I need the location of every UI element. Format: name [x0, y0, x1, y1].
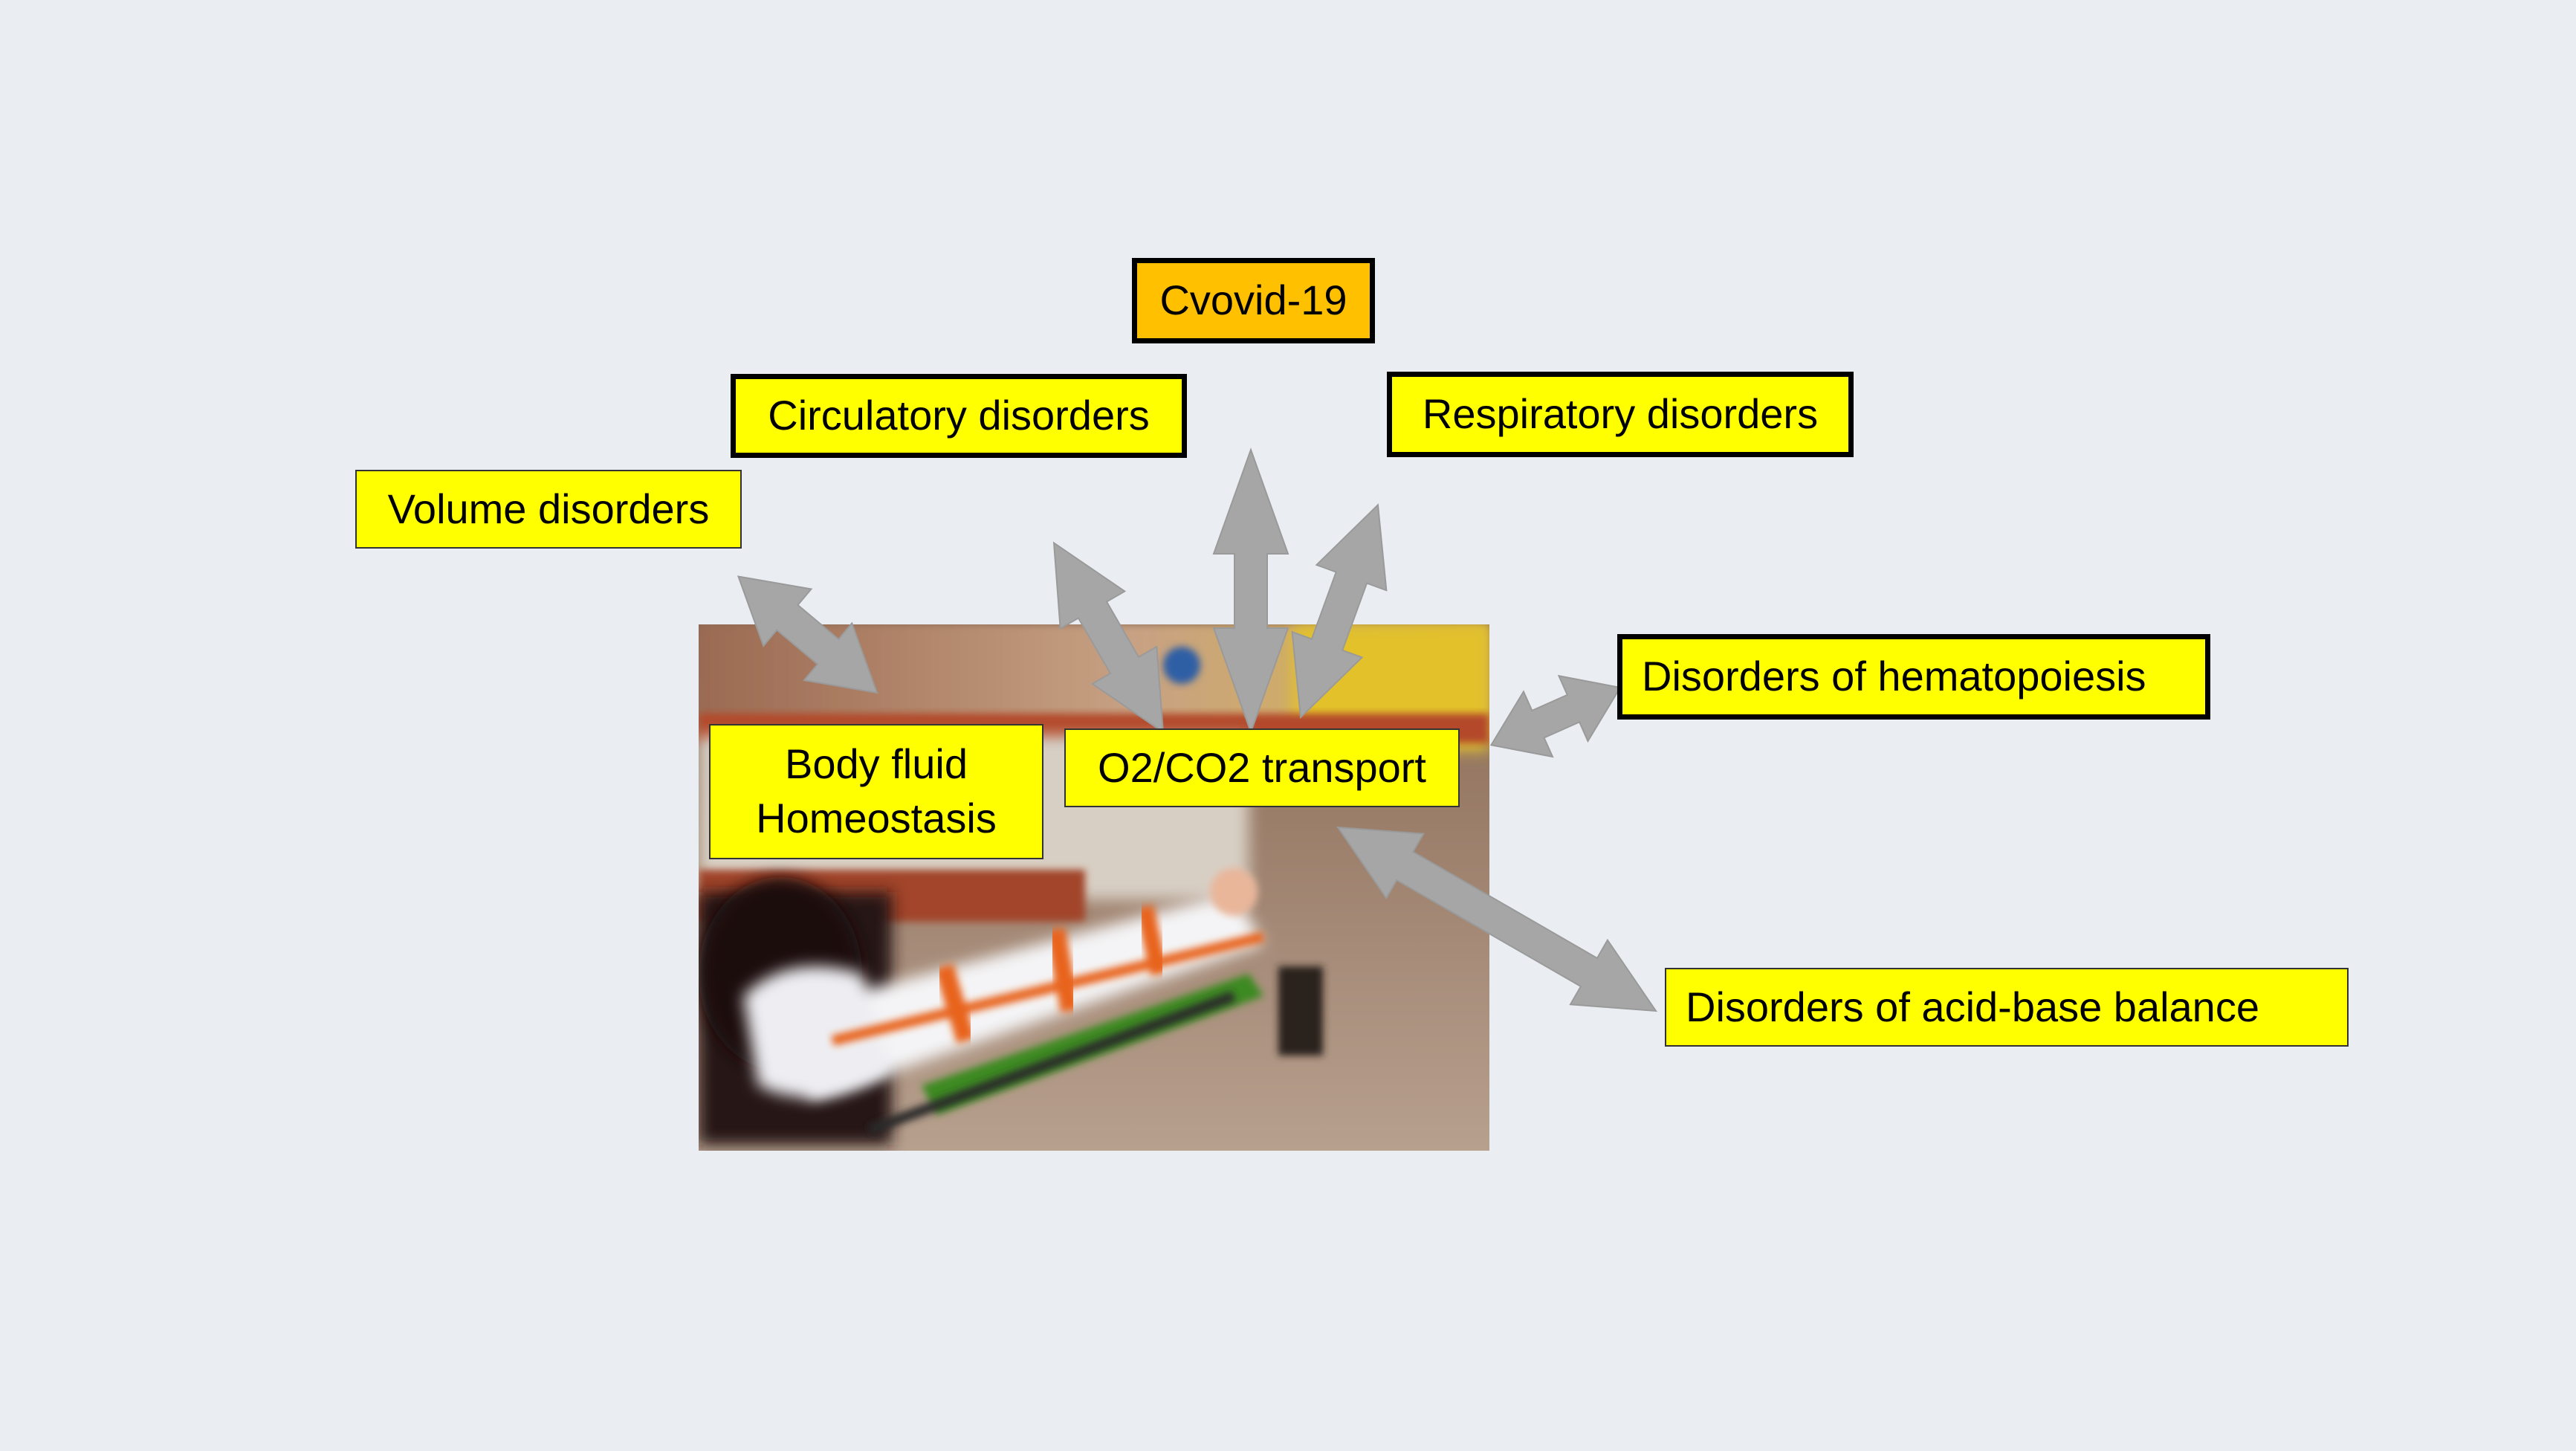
node-disorders-of-acid-base-balance: Disorders of acid-base balance [1665, 968, 2349, 1047]
node-volume-disorders-label: Volume disorders [387, 485, 710, 532]
node-covid-19: Cvovid-19 [1132, 258, 1375, 343]
node-circulatory-disorders-label: Circulatory disorders [768, 392, 1150, 439]
node-covid-19-label: Cvovid-19 [1159, 277, 1347, 324]
node-body-fluid-line2: Homeostasis [756, 795, 997, 841]
node-respiratory-disorders-label: Respiratory disorders [1422, 390, 1819, 438]
node-circulatory-disorders: Circulatory disorders [731, 374, 1187, 458]
node-disorders-of-hematopoiesis: Disorders of hematopoiesis [1617, 634, 2210, 720]
node-hematopoiesis-label: Disorders of hematopoiesis [1642, 653, 2146, 700]
node-body-fluid-line1: Body fluid [785, 740, 968, 788]
node-o2-co2-transport: O2/CO2 transport [1064, 728, 1460, 807]
node-volume-disorders: Volume disorders [355, 470, 742, 549]
node-acid-base-label: Disorders of acid-base balance [1686, 983, 2259, 1030]
node-body-fluid-homeostasis: Body fluid Homeostasis [709, 724, 1043, 859]
stretcher-photo [699, 624, 1489, 1151]
node-respiratory-disorders: Respiratory disorders [1387, 372, 1854, 457]
arrow-hematopoiesis [1489, 674, 1622, 758]
node-o2-co2-label: O2/CO2 transport [1098, 743, 1426, 791]
